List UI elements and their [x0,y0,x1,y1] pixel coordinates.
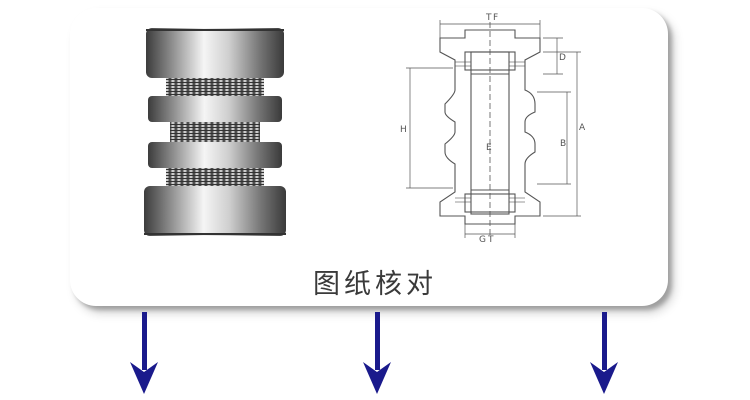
dim-label-a: A [579,123,586,133]
bottom-thread [166,168,264,186]
arrow-down-icon [590,312,618,394]
dim-label-h: H [400,125,407,135]
middle-thread [170,122,260,142]
arrow-down-icon [363,312,391,394]
top-thread [166,78,264,96]
caption: 图纸核对 [313,269,437,300]
arrow-down-icon [130,312,158,394]
dim-label-e: E [486,143,492,153]
body-hex-lower [148,142,282,168]
fitting-photo [144,28,286,236]
dim-label-b: B [560,139,566,149]
dim-label-f: F [493,13,498,23]
top-nut [146,28,284,78]
bottom-nut [144,186,286,236]
fitting-outline [439,29,541,225]
technical-drawing: T F D H A B E G T [400,13,586,244]
dim-label-t-bottom: T [487,235,494,244]
dim-label-t: T [485,13,492,23]
dim-label-g: G [479,235,486,244]
dim-label-d: D [559,53,566,63]
body-hex-upper [148,96,282,122]
